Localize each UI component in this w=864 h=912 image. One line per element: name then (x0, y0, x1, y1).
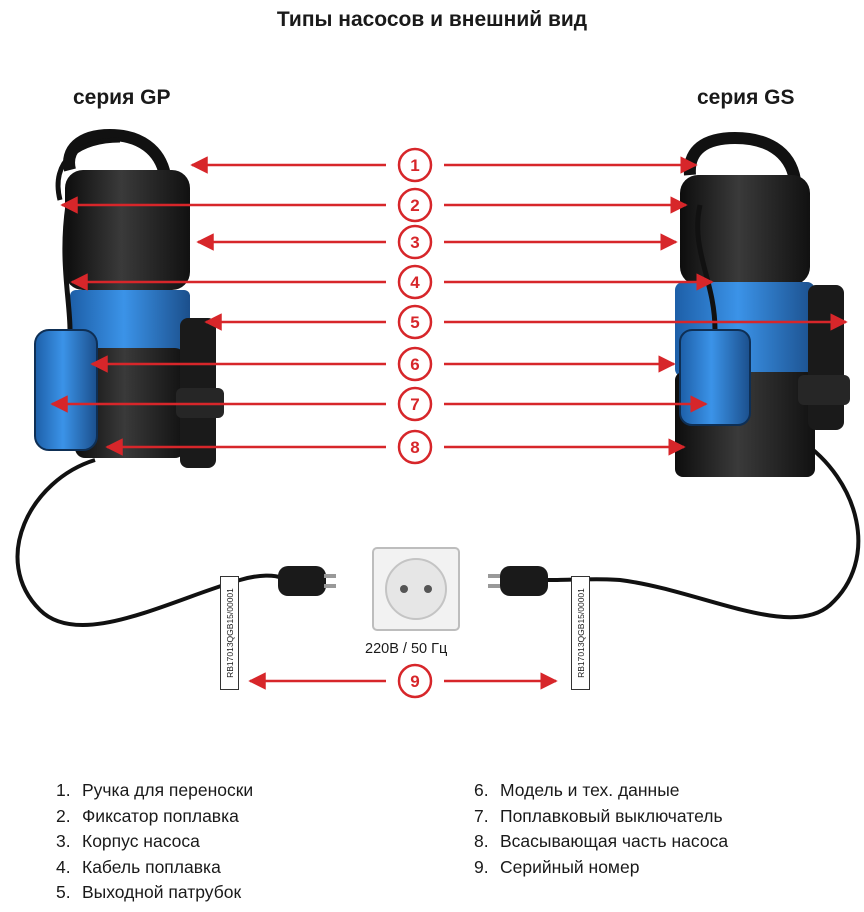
marker-7: 7 (397, 386, 433, 422)
svg-text:7: 7 (410, 395, 419, 414)
svg-text:6: 6 (410, 355, 419, 374)
svg-text:4: 4 (410, 273, 420, 292)
serial-code-left: RB17013QGB15/00001 (224, 588, 235, 678)
legend-number: 7. (474, 805, 489, 826)
serial-code-right: RB17013QGB15/00001 (575, 588, 586, 678)
legend-number: 3. (56, 831, 71, 851)
svg-text:5: 5 (410, 313, 419, 332)
legend-item: 7. Поплавковый выключатель (474, 804, 728, 830)
voltage-label: 220В / 50 Гц (365, 641, 448, 657)
legend-number: 8. (474, 831, 489, 851)
legend-number: 4. (56, 856, 71, 877)
gs-top-housing (680, 175, 810, 285)
marker-8: 8 (397, 429, 433, 465)
callout-arrows (50, 156, 848, 690)
legend-item: 9. Серийный номер (474, 855, 728, 881)
series-gs-label: серия GS (697, 86, 795, 109)
gp-float (34, 329, 98, 451)
legend-text: Кабель поплавка (82, 856, 221, 877)
marker-6: 6 (397, 346, 433, 382)
legend-number: 1. (56, 780, 71, 800)
serial-tag-left: RB17013QGB15/00001 (220, 576, 239, 690)
legend-text: Фиксатор поплавка (82, 805, 239, 826)
gp-pump (34, 128, 224, 468)
plug-left (278, 566, 336, 596)
number-markers: 1 2 3 4 5 6 7 8 9 (397, 147, 433, 699)
gs-outlet (808, 285, 844, 430)
gp-blue-band (70, 290, 190, 350)
legend-number: 2. (56, 805, 71, 826)
svg-text:9: 9 (410, 672, 419, 691)
legend-item: 1. Ручка для переноски (56, 778, 253, 804)
marker-9: 9 (397, 663, 433, 699)
gp-float-cable (62, 204, 73, 331)
marker-3: 3 (397, 224, 433, 260)
legend-list-left: 1. Ручка для переноски 2. Фиксатор поплавк… (56, 778, 253, 906)
gp-cable-top (55, 137, 121, 201)
svg-text:1: 1 (410, 156, 419, 175)
marker-4: 4 (397, 264, 433, 300)
legend-number: 6. (474, 780, 489, 800)
page-title: Типы насосов и внешний вид (276, 8, 588, 31)
legend-item: 5. Выходной патрубок (56, 880, 253, 906)
legend-text: Всасывающая часть насоса (500, 831, 729, 851)
legend-text: Модель и тех. данные (500, 780, 680, 800)
legend-item: 2. Фиксатор поплавка (56, 804, 253, 830)
legend-item: 6. Модель и тех. данные (474, 778, 728, 804)
marker-5: 5 (397, 304, 433, 340)
legend-item: 8. Всасывающая часть насоса (474, 829, 728, 855)
marker-2: 2 (397, 187, 433, 223)
svg-text:8: 8 (410, 438, 419, 457)
cable-right (547, 438, 861, 620)
plug-right (488, 566, 548, 596)
cable-left (15, 458, 283, 627)
gs-handle (683, 131, 801, 182)
svg-text:3: 3 (410, 233, 419, 252)
legend-text: Ручка для переноски (82, 780, 254, 800)
legend-item: 4. Кабель поплавка (56, 855, 253, 881)
svg-text:2: 2 (410, 196, 419, 215)
series-gp-label: серия GP (73, 86, 171, 109)
legend-text: Выходной патрубок (82, 882, 242, 902)
gs-pump (675, 131, 850, 477)
legend-text: Корпус насоса (82, 831, 200, 851)
legend-text: Поплавковый выключатель (500, 805, 723, 826)
legend-number: 5. (56, 882, 71, 902)
serial-tag-right: RB17013QGB15/00001 (571, 576, 590, 690)
legend-item: 3. Корпус насоса (56, 829, 253, 855)
gp-top-housing (65, 170, 190, 290)
legend-list-right: 6. Модель и тех. данные 7. Поплавковый вык… (474, 778, 728, 880)
legend-text: Серийный номер (500, 856, 640, 877)
legend-number: 9. (474, 856, 489, 877)
gs-outlet-ring (798, 375, 850, 405)
wall-socket (372, 547, 460, 631)
marker-1: 1 (397, 147, 433, 183)
gs-float (679, 329, 751, 426)
gs-float-cable (695, 204, 718, 331)
